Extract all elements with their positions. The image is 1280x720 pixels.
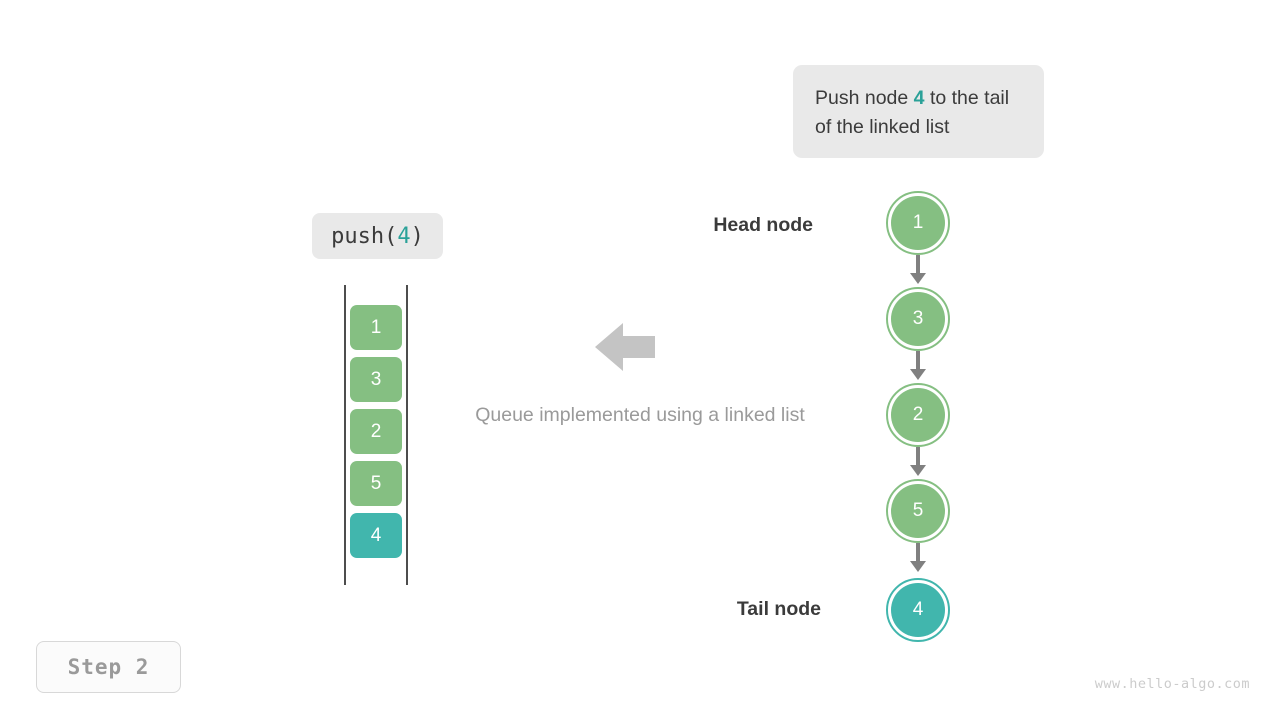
array-cell-list: 1 3 2 5 4: [350, 305, 402, 565]
array-cell: 2: [350, 409, 402, 454]
array-cell-value: 4: [370, 524, 382, 546]
link-arrowhead-icon: [910, 561, 926, 572]
linked-list-node: 5: [886, 479, 950, 543]
array-cell: 1: [350, 305, 402, 350]
linked-list-node-value: 5: [891, 484, 945, 538]
link-arrowhead-icon: [910, 273, 926, 284]
linked-list-node-value: 4: [891, 583, 945, 637]
array-cell-value: 1: [370, 316, 382, 338]
linked-list-node-value: 3: [891, 292, 945, 346]
array-cell-value: 2: [370, 420, 382, 442]
tail-node-label: Tail node: [736, 598, 821, 620]
operation-value: 4: [397, 223, 411, 249]
operation-chip-text: push(4): [331, 224, 424, 249]
link-arrowhead-icon: [910, 465, 926, 476]
head-node-label: Head node: [713, 214, 813, 236]
array-cell: 5: [350, 461, 402, 506]
step-badge-text: Step 2: [67, 655, 150, 679]
watermark: www.hello-algo.com: [1094, 676, 1250, 692]
operation-chip: push(4): [312, 213, 443, 259]
linked-list-link: [916, 447, 920, 467]
array-rail-right: [406, 285, 408, 585]
array-cell-value: 3: [370, 368, 382, 390]
callout-node-value: 4: [913, 87, 925, 109]
linked-list-link: [916, 543, 920, 563]
linked-list-node: 1: [886, 191, 950, 255]
link-arrowhead-icon: [910, 369, 926, 380]
operation-prefix: push(: [331, 223, 398, 249]
linked-list-node-value: 1: [891, 196, 945, 250]
queue-array-view: 1 3 2 5 4: [344, 285, 410, 585]
linked-list-node: 2: [886, 383, 950, 447]
operation-callout: Push node 4 to the tail of the linked li…: [793, 65, 1044, 158]
diagram-caption: Queue implemented using a linked list: [475, 404, 805, 426]
callout-text-after: to the tail of the linked list: [815, 87, 1010, 138]
linked-list-node-value: 2: [891, 388, 945, 442]
array-cell-value: 5: [370, 472, 382, 494]
linked-list-node-highlighted: 4: [886, 578, 950, 642]
callout-text: Push node 4 to the tail of the linked li…: [815, 84, 1022, 142]
linked-list-view: 1 3 2 5 4: [886, 191, 954, 643]
callout-text-before: Push node: [815, 87, 914, 109]
operation-suffix: ): [410, 223, 424, 249]
array-rail-left: [344, 285, 346, 585]
linked-list-link: [916, 351, 920, 371]
arrow-left-icon: [595, 322, 655, 372]
step-badge: Step 2: [36, 641, 181, 693]
linked-list-link: [916, 255, 920, 275]
linked-list-node: 3: [886, 287, 950, 351]
array-cell: 3: [350, 357, 402, 402]
array-cell-highlighted: 4: [350, 513, 402, 558]
